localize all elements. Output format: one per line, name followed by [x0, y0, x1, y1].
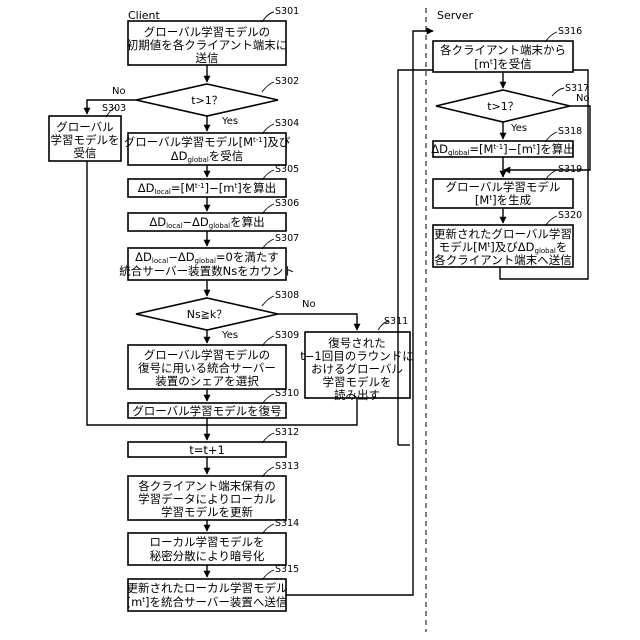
- step-s307: ΔDlocal−ΔDglobal=0を満たす 統合サーバー装置数Nsをカウント: [119, 248, 294, 280]
- svg-text:受信: 受信: [74, 146, 97, 160]
- svg-text:各クライアント端末保有の: 各クライアント端末保有の: [138, 479, 276, 493]
- step-id-s301: S301: [275, 6, 299, 17]
- svg-text:更新されたグローバル学習: 更新されたグローバル学習: [434, 227, 572, 241]
- svg-text:グローバル学習モデルの: グローバル学習モデルの: [144, 348, 270, 362]
- step-id-s304: S304: [275, 118, 299, 129]
- svg-text:t>1？: t>1？: [191, 94, 223, 107]
- s308-no-label: No: [302, 299, 316, 310]
- svg-text:グローバル学習モデル[Mt-1]及び: グローバル学習モデル[Mt-1]及び: [124, 135, 291, 149]
- step-id-s305: S305: [275, 164, 299, 175]
- svg-text:学習モデルを更新: 学習モデルを更新: [161, 505, 253, 519]
- svg-text:各クライアント端末へ送信: 各クライアント端末へ送信: [434, 253, 572, 267]
- svg-text:更新されたローカル学習モデル: 更新されたローカル学習モデル: [127, 581, 288, 595]
- step-id-s318: S318: [558, 126, 582, 137]
- svg-text:グローバル学習モデルの: グローバル学習モデルの: [144, 25, 270, 39]
- svg-text:グローバル学習モデルを復号: グローバル学習モデルを復号: [132, 404, 281, 418]
- step-id-s302: S302: [275, 76, 299, 87]
- step-id-s309: S309: [275, 330, 299, 341]
- svg-text:学習モデルを: 学習モデルを: [323, 375, 392, 389]
- step-s309: グローバル学習モデルの 復号に用いる統合サーバー 装置のシェアを選択: [128, 345, 286, 389]
- step-id-s306: S306: [275, 198, 299, 209]
- svg-text:装置のシェアを選択: 装置のシェアを選択: [155, 374, 259, 388]
- svg-text:学習データによりローカル: 学習データによりローカル: [138, 492, 276, 506]
- svg-text:[mt]を統合サーバー装置へ送信: [mt]を統合サーバー装置へ送信: [127, 595, 288, 609]
- step-id-s311: S311: [384, 316, 408, 327]
- step-s314: ローカル学習モデルを 秘密分散により暗号化: [128, 533, 286, 565]
- step-s306: ΔDlocal−ΔDglobalを算出: [128, 213, 286, 231]
- step-id-s314: S314: [275, 518, 299, 529]
- s302-no-label: No: [112, 86, 126, 97]
- step-s311: 復号された t−1回目のラウンドに おけるグローバル 学習モデルを 読み出す: [300, 332, 413, 402]
- svg-text:各クライアント端末から: 各クライアント端末から: [440, 43, 566, 57]
- step-id-s310: S310: [275, 388, 299, 399]
- step-id-s315: S315: [275, 564, 299, 575]
- svg-text:おけるグローバル: おけるグローバル: [311, 362, 403, 376]
- step-s301: グローバル学習モデルの 初期値を各クライアント端末に 送信: [127, 21, 288, 65]
- step-s304: グローバル学習モデル[Mt-1]及び ΔDglobalを受信: [124, 133, 291, 165]
- svg-text:復号に用いる統合サーバー: 復号に用いる統合サーバー: [138, 361, 276, 375]
- server-label: Server: [437, 9, 474, 22]
- step-id-s313: S313: [275, 461, 299, 472]
- svg-text:t−1回目のラウンドに: t−1回目のラウンドに: [300, 349, 413, 363]
- step-s310: グローバル学習モデルを復号: [128, 403, 286, 418]
- svg-text:送信: 送信: [196, 51, 219, 65]
- decision-s302: t>1？: [136, 84, 278, 116]
- svg-text:Ns≧k？: Ns≧k？: [187, 308, 228, 321]
- step-s319: グローバル学習モデル [Mt]を生成: [433, 179, 573, 208]
- svg-text:統合サーバー装置数Nsをカウント: 統合サーバー装置数Nsをカウント: [119, 264, 294, 278]
- client-label: Client: [128, 9, 161, 22]
- step-id-s303: S303: [102, 103, 126, 114]
- svg-text:グローバル学習モデル: グローバル学習モデル: [446, 180, 561, 194]
- svg-text:学習モデルを: 学習モデルを: [51, 133, 120, 147]
- step-s316: 各クライアント端末から [mt]を受信: [433, 41, 573, 72]
- svg-text:復号された: 復号された: [328, 336, 386, 350]
- step-id-s316: S316: [558, 26, 582, 37]
- step-s303: グローバル 学習モデルを 受信: [49, 116, 121, 161]
- step-id-s307: S307: [275, 233, 299, 244]
- step-s313: 各クライアント端末保有の 学習データによりローカル 学習モデルを更新: [128, 476, 286, 520]
- s308-yes-label: Yes: [221, 330, 238, 341]
- step-id-s319: S319: [558, 164, 582, 175]
- step-s315: 更新されたローカル学習モデル [mt]を統合サーバー装置へ送信: [127, 579, 288, 611]
- svg-text:[Mt]を生成: [Mt]を生成: [475, 193, 532, 207]
- step-s318: ΔDglobal=[Mt-1]−[mt]を算出: [431, 141, 574, 157]
- svg-text:[mt]を受信: [mt]を受信: [474, 57, 531, 71]
- step-id-s308: S308: [275, 290, 299, 301]
- s317-yes-label: Yes: [510, 123, 527, 134]
- svg-text:t=t+1: t=t+1: [189, 443, 225, 457]
- decision-s317: t>1？: [436, 90, 570, 122]
- svg-text:ローカル学習モデルを: ローカル学習モデルを: [150, 535, 265, 549]
- svg-text:初期値を各クライアント端末に: 初期値を各クライアント端末に: [127, 38, 288, 52]
- s302-yes-label: Yes: [221, 116, 238, 127]
- step-s312: t=t+1: [128, 442, 286, 457]
- step-id-s312: S312: [275, 427, 299, 438]
- step-id-s320: S320: [558, 210, 582, 221]
- svg-text:グローバル: グローバル: [56, 120, 113, 134]
- step-s320: 更新されたグローバル学習 モデル[Mt]及びΔDglobalを 各クライアント端…: [433, 225, 573, 267]
- s317-no-label: No: [576, 93, 590, 104]
- svg-text:t>1？: t>1？: [487, 100, 519, 113]
- decision-s308: Ns≧k？: [136, 298, 278, 330]
- step-s305: ΔDlocal=[Mt-1]−[mt]を算出: [128, 179, 286, 197]
- svg-text:秘密分散により暗号化: 秘密分散により暗号化: [150, 549, 265, 563]
